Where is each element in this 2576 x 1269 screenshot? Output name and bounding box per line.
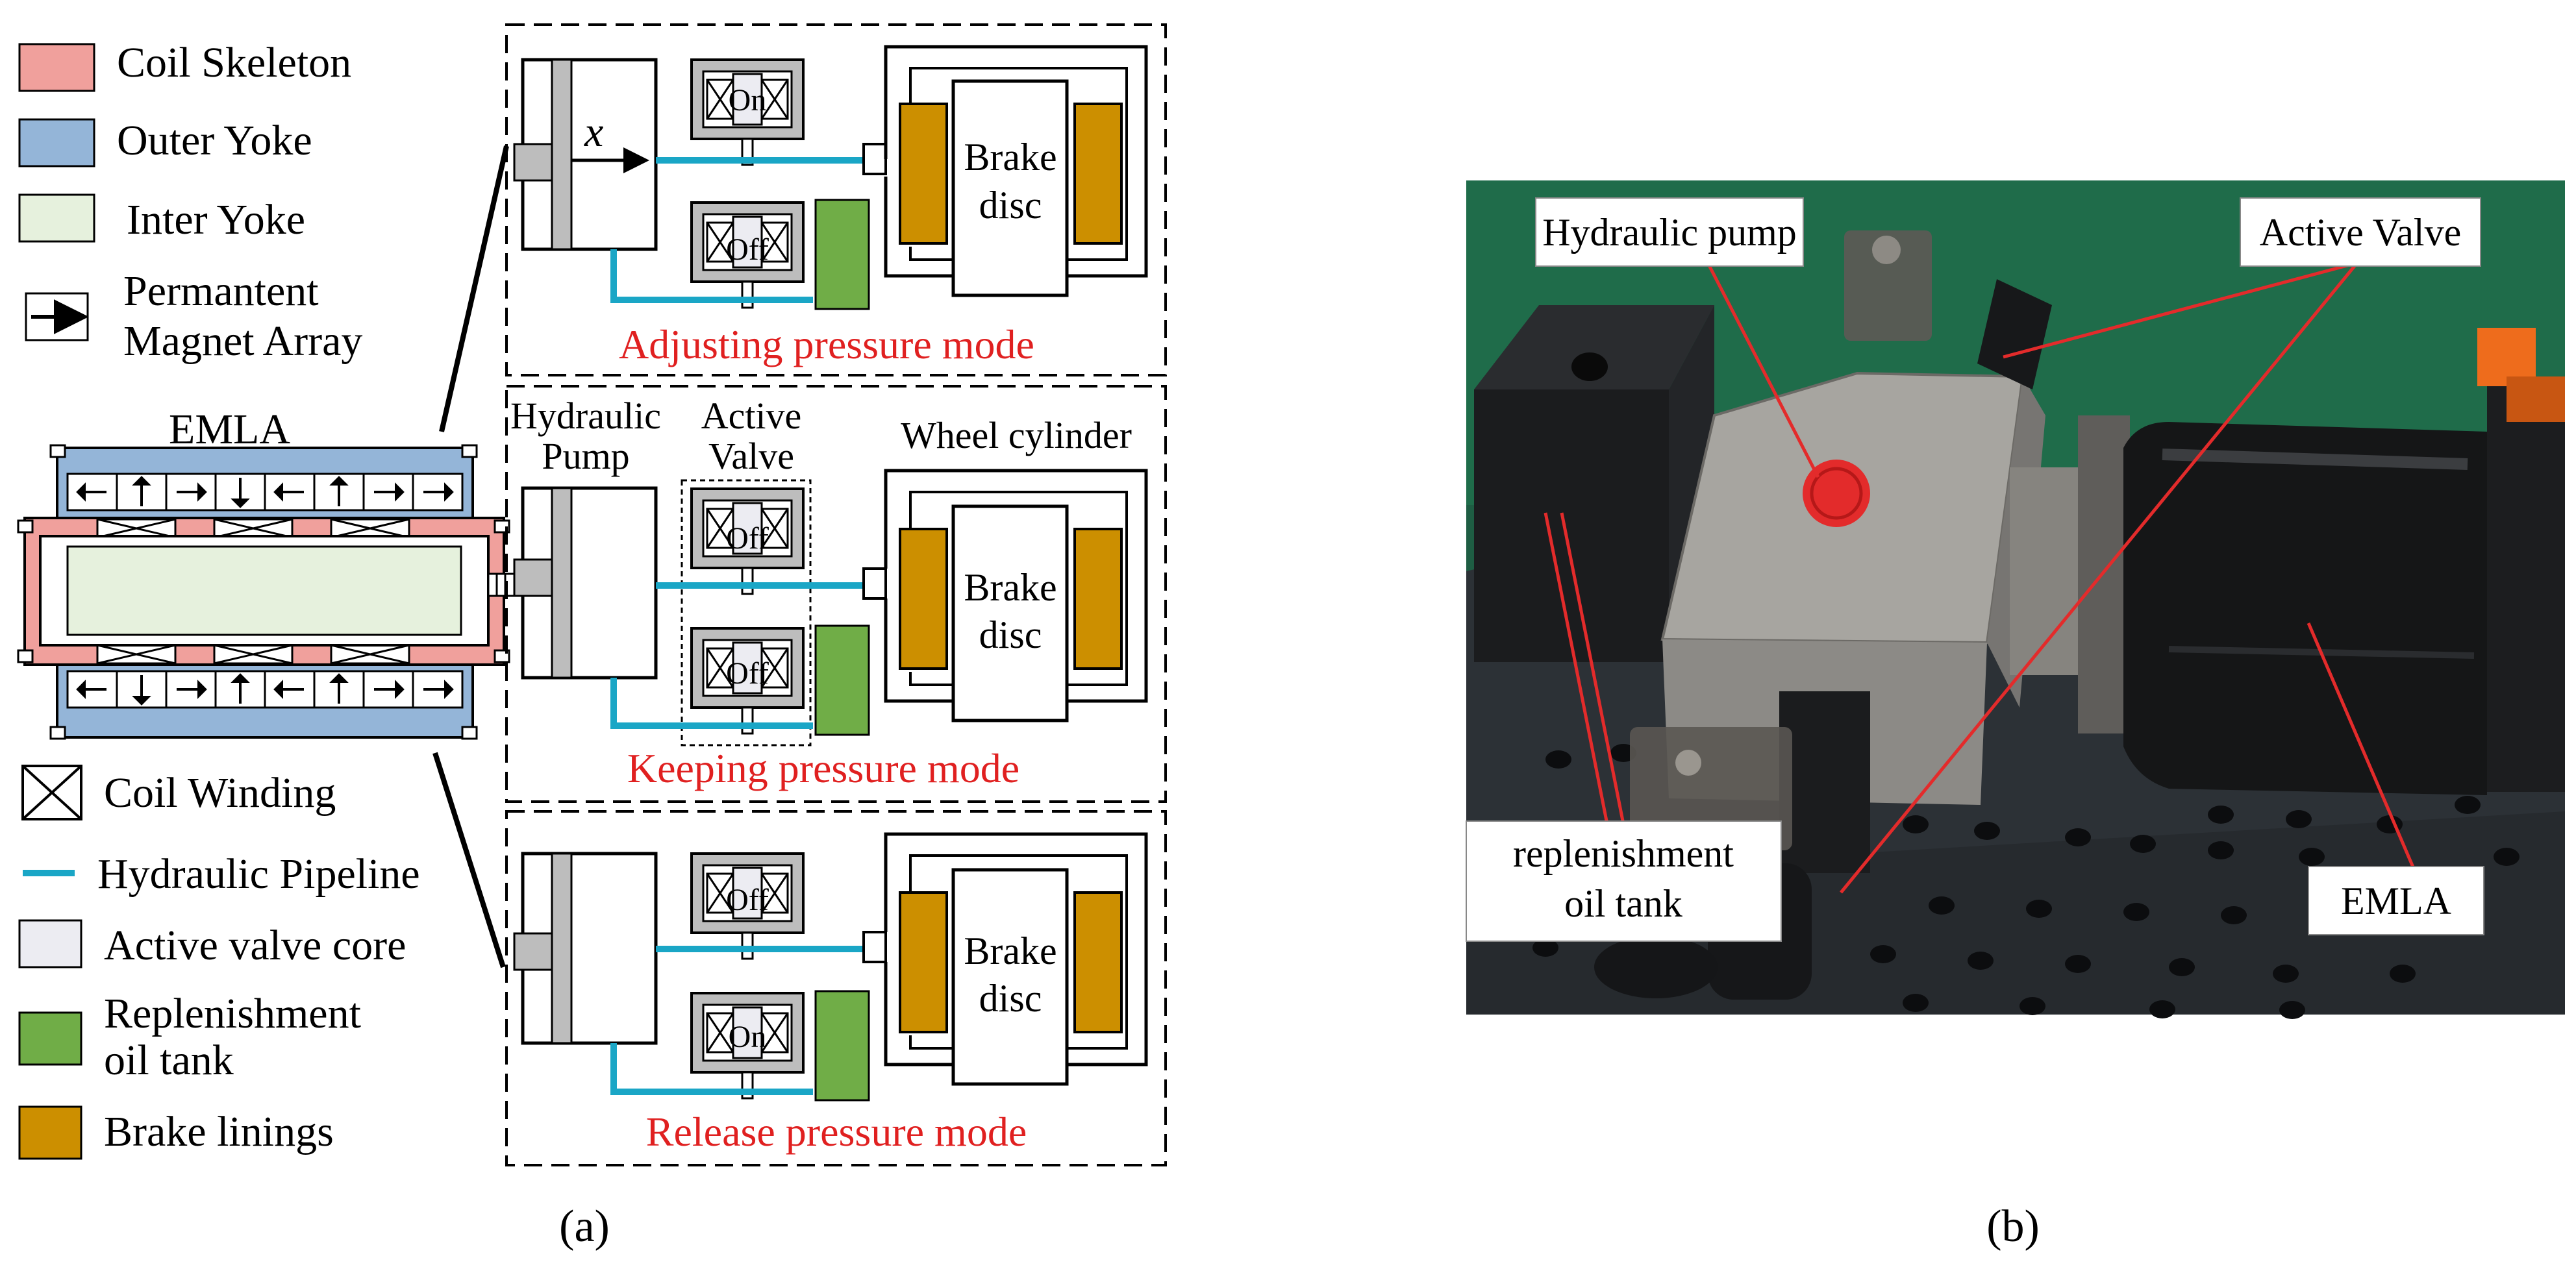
legend-pm-arrow-icon <box>31 299 89 334</box>
panel-keeping-tank <box>814 624 870 736</box>
panel-adjusting-disc-line1: Brake <box>964 136 1057 179</box>
legend-coil-winding-label: Coil Winding <box>104 769 336 817</box>
panel-adjusting-frame <box>505 23 1167 376</box>
legend-valve-core-label: Active valve core <box>104 922 406 969</box>
photo-label-active-valve: Active Valve <box>2260 211 2461 254</box>
panel-adjusting-disc-line2: disc <box>979 184 1042 227</box>
panel-keeping-pump-line1: Hydraulic <box>510 395 661 437</box>
emla-coil-windings <box>96 518 410 665</box>
emla-section: EMLA <box>17 406 526 740</box>
photo-emla-cylinder <box>2123 422 2487 795</box>
emla-title: EMLA <box>169 406 290 453</box>
panel-keeping-wheel-cylinder: Wheel cylinder <box>901 414 1132 456</box>
caption-a: (a) <box>559 1201 610 1251</box>
panel-keeping-valve-line2: Valve <box>708 435 794 477</box>
panel-adjusting-valve-top-state: On <box>729 83 767 117</box>
panel-keeping-valve-bottom-state: Off <box>726 656 769 691</box>
legend: Coil Skeleton Outer Yoke Inter Yoke Perm… <box>18 39 420 1160</box>
panel-keeping-disc-line2: disc <box>979 613 1042 656</box>
panel-adjusting-valve-bottom-state: Off <box>726 232 769 267</box>
panel-adjusting: x On Off Brake disc Adjusting pressure m… <box>505 23 1167 376</box>
mode-panels: x On Off Brake disc Adjusting pressure m… <box>505 23 1167 1166</box>
panel-release: Off On Brake disc Release pressure mode <box>505 810 1167 1166</box>
legend-pipeline-label: Hydraulic Pipeline <box>97 850 420 898</box>
photo-panel: Hydraulic pump Active Valve replenishmen… <box>1466 180 2565 1019</box>
panel-release-valve-top-state: Off <box>726 883 769 917</box>
panel-keeping-frame <box>505 385 1167 803</box>
photo-label-replenishment-line1: replenishment <box>1513 832 1734 875</box>
photo-label-hydraulic-pump-box <box>1535 197 1804 267</box>
photo-label-replenishment-line2: oil tank <box>1564 882 1682 925</box>
photo-valve-solenoid-top <box>1977 279 2052 389</box>
legend-brake-linings-swatch <box>18 1105 82 1160</box>
panel-release-tank <box>814 990 870 1102</box>
panel-release-caption: Release pressure mode <box>646 1109 1027 1155</box>
photo-valve-solenoid-bottom <box>1779 691 1870 873</box>
panel-keeping-valve-top-state: Off <box>726 521 769 556</box>
emla-bolts <box>17 444 510 740</box>
magnet-segment-dividers <box>116 474 414 708</box>
panel-release-disc-line2: disc <box>979 977 1042 1020</box>
magnet-arrows <box>76 476 454 706</box>
legend-coil-skeleton-label: Coil Skeleton <box>117 39 351 86</box>
photo-label-emla: EMLA <box>2341 880 2451 922</box>
legend-outer-yoke-swatch <box>18 118 95 167</box>
legend-pm-array-line2: Magnet Array <box>123 317 362 365</box>
legend-inter-yoke-swatch <box>18 193 95 243</box>
panel-keeping-valve-line1: Active <box>701 395 802 437</box>
panel-release-disc-line1: Brake <box>964 930 1057 972</box>
active-valve-group-outline <box>681 479 812 746</box>
panel-adjusting-caption: Adjusting pressure mode <box>619 321 1034 367</box>
piston-displacement-label: x <box>584 108 603 156</box>
legend-outer-yoke-label: Outer Yoke <box>117 117 312 164</box>
panel-release-valve-bottom-state: On <box>729 1020 767 1054</box>
photo-label-active-valve-box <box>2240 197 2481 267</box>
legend-pm-array-line1: Permantent <box>123 267 319 315</box>
legend-brake-linings-label: Brake linings <box>104 1108 334 1155</box>
legend-inter-yoke-label: Inter Yoke <box>127 196 305 243</box>
photo-tank-block <box>1474 305 1714 389</box>
legend-coil-skeleton-swatch <box>18 43 95 92</box>
legend-valve-core-swatch <box>18 919 82 968</box>
photo-annotation-lines <box>1544 261 2418 894</box>
panel-keeping: Hydraulic Pump Active Valve Wheel cylind… <box>505 385 1167 803</box>
photo-label-hydraulic-pump: Hydraulic pump <box>1542 211 1797 254</box>
photo-label-replenishment-box <box>1466 820 1782 942</box>
legend-replenishment-line2: oil tank <box>104 1037 234 1084</box>
connector-line-bottom <box>432 752 506 968</box>
photo-label-emla-box <box>2308 866 2484 935</box>
panel-keeping-caption: Keeping pressure mode <box>627 745 1019 791</box>
caption-b: (b) <box>1986 1201 2040 1251</box>
panel-adjusting-tank <box>814 199 870 310</box>
panel-keeping-pump-line2: Pump <box>542 435 629 477</box>
panel-release-frame <box>505 810 1167 1166</box>
connector-line-top <box>439 145 509 432</box>
legend-replenishment-line1: Replenishment <box>104 990 361 1037</box>
inter-yoke <box>66 545 462 636</box>
legend-coil-winding-icon <box>21 765 82 820</box>
legend-replenishment-swatch <box>18 1011 82 1066</box>
plate-holes <box>1532 744 2520 1019</box>
panel-keeping-disc-line1: Brake <box>964 566 1057 609</box>
